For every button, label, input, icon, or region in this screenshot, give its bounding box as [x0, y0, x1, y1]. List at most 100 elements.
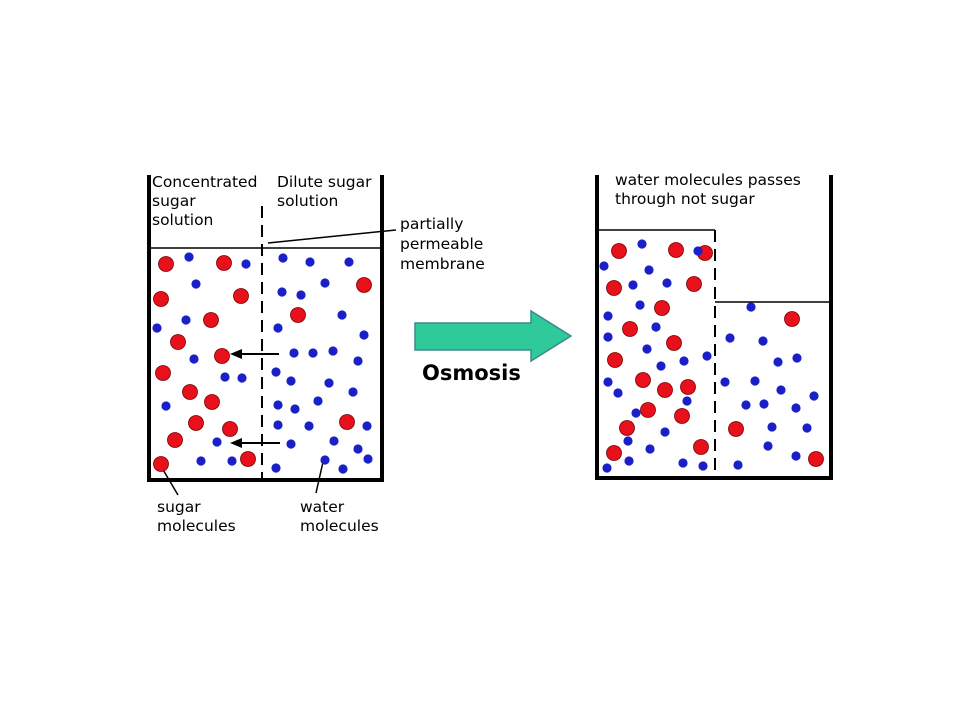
- water-molecule: [278, 253, 288, 263]
- concentrated-line-1: Concentrated: [152, 173, 257, 191]
- sugar-molecules-line-1: sugar: [157, 498, 201, 516]
- sugar-molecule: [668, 242, 684, 258]
- sugar-molecule: [657, 382, 673, 398]
- water-molecule: [189, 354, 199, 364]
- water-molecule: [227, 456, 237, 466]
- left-arrow-icon: [230, 438, 280, 448]
- membrane-pointer-line: [267, 229, 397, 244]
- water-molecule: [271, 367, 281, 377]
- sugar-label-pointer: [161, 467, 179, 496]
- sugar-molecule: [214, 348, 230, 364]
- water-molecule: [273, 323, 283, 333]
- osmosis-label: Osmosis: [422, 361, 521, 385]
- sugar-molecule: [153, 291, 169, 307]
- left-arrow-icon: [230, 349, 279, 359]
- water-molecule: [682, 396, 692, 406]
- water-molecule: [196, 456, 206, 466]
- sugar-molecule: [728, 421, 744, 437]
- water-molecule: [637, 239, 647, 249]
- left-beaker-outline: [147, 175, 384, 482]
- sugar-molecule: [606, 445, 622, 461]
- sugar-molecule: [607, 352, 623, 368]
- water-molecule: [184, 252, 194, 262]
- water-molecules-label: water molecules: [300, 498, 379, 535]
- membrane-label: partially permeable membrane: [400, 215, 488, 273]
- water-label-pointer: [315, 461, 324, 494]
- water-molecule: [320, 455, 330, 465]
- water-molecule: [353, 356, 363, 366]
- water-molecule: [337, 310, 347, 320]
- membrane-line-1: partially: [400, 215, 463, 233]
- water-molecule: [645, 444, 655, 454]
- membrane-line-2: permeable: [400, 235, 483, 253]
- dilute-solution-label: Dilute sugar solution: [277, 173, 376, 210]
- water-molecule: [776, 385, 786, 395]
- water-molecule: [791, 451, 801, 461]
- water-molecule: [289, 348, 299, 358]
- water-molecule: [624, 456, 634, 466]
- sugar-molecules-label: sugar molecules: [157, 498, 236, 535]
- water-molecule: [320, 278, 330, 288]
- sugar-molecule: [356, 277, 372, 293]
- water-molecule: [308, 348, 318, 358]
- dilute-line-1: Dilute sugar: [277, 173, 372, 191]
- water-molecule: [599, 261, 609, 271]
- sugar-molecule: [222, 421, 238, 437]
- water-molecule: [635, 300, 645, 310]
- water-molecule: [660, 427, 670, 437]
- water-molecule: [628, 280, 638, 290]
- sugar-molecule: [188, 415, 204, 431]
- water-molecule: [363, 454, 373, 464]
- sugar-molecule: [619, 420, 635, 436]
- water-molecule: [271, 463, 281, 473]
- water-molecule: [359, 330, 369, 340]
- water-molecule: [603, 377, 613, 387]
- water-molecule: [759, 399, 769, 409]
- left-beaker: [147, 175, 397, 496]
- sugar-molecule: [784, 311, 800, 327]
- concentrated-line-2: sugar: [152, 192, 196, 210]
- sugar-molecule: [666, 335, 682, 351]
- result-note-line-1: water molecules passes: [615, 171, 801, 189]
- sugar-molecule: [622, 321, 638, 337]
- water-molecule: [181, 315, 191, 325]
- water-molecule: [720, 377, 730, 387]
- water-molecule: [631, 408, 641, 418]
- water-molecule: [362, 421, 372, 431]
- sugar-molecules-line-2: molecules: [157, 517, 236, 535]
- water-molecule: [698, 461, 708, 471]
- water-molecule: [802, 423, 812, 433]
- water-molecule: [662, 278, 672, 288]
- water-molecule: [644, 265, 654, 275]
- water-molecule: [273, 420, 283, 430]
- sugar-molecule: [640, 402, 656, 418]
- water-molecule: [305, 257, 315, 267]
- sugar-molecule: [153, 456, 169, 472]
- water-molecule: [773, 357, 783, 367]
- water-molecule: [277, 287, 287, 297]
- sugar-molecule: [654, 300, 670, 316]
- right-arrow-icon: [414, 309, 573, 363]
- water-molecule: [220, 372, 230, 382]
- water-molecule: [152, 323, 162, 333]
- sugar-molecule: [155, 365, 171, 381]
- water-molecule: [324, 378, 334, 388]
- concentrated-solution-label: Concentrated sugar solution: [152, 173, 262, 229]
- water-molecule: [792, 353, 802, 363]
- sugar-molecule: [339, 414, 355, 430]
- result-note-label: water molecules passes through not sugar: [615, 171, 806, 208]
- water-molecule: [758, 336, 768, 346]
- water-molecule: [623, 436, 633, 446]
- water-molecule: [286, 439, 296, 449]
- water-molecule: [237, 373, 247, 383]
- water-molecule: [344, 257, 354, 267]
- water-molecule: [161, 401, 171, 411]
- sugar-molecule: [686, 276, 702, 292]
- concentrated-line-3: solution: [152, 211, 213, 229]
- water-molecule: [241, 259, 251, 269]
- sugar-molecule: [635, 372, 651, 388]
- sugar-molecule: [204, 394, 220, 410]
- water-molecule: [329, 436, 339, 446]
- water-molecule: [767, 422, 777, 432]
